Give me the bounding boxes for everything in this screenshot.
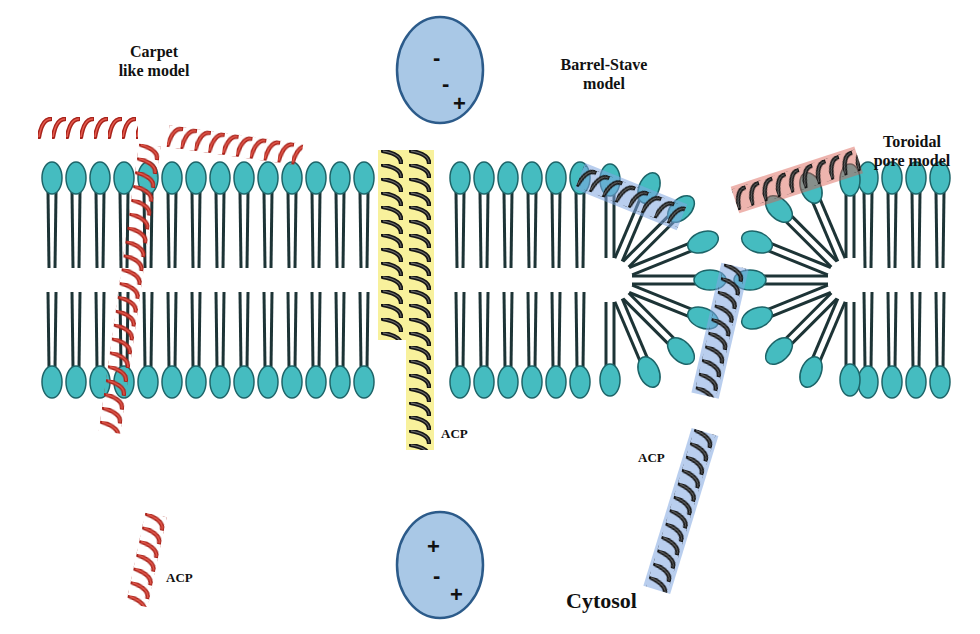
model-title: Toroidal pore model	[866, 132, 958, 170]
charge-sign: -	[433, 565, 440, 587]
charge-sign: +	[450, 584, 463, 606]
charge-sign: +	[453, 93, 466, 115]
charge-sign: +	[427, 536, 440, 558]
model-title: Carpet like model	[118, 42, 190, 80]
charge-circle: +-+	[395, 510, 485, 620]
charge-circle: --+	[395, 15, 485, 125]
peptide-label: ACP	[441, 426, 468, 442]
region-label: Cytosol	[566, 588, 637, 614]
circle-outline	[395, 15, 485, 125]
peptide-label: ACP	[638, 450, 665, 466]
charge-sign: -	[433, 47, 440, 69]
model-title: Barrel-Stave model	[548, 55, 660, 93]
peptide-label: ACP	[166, 570, 193, 586]
charge-sign: -	[442, 73, 449, 95]
